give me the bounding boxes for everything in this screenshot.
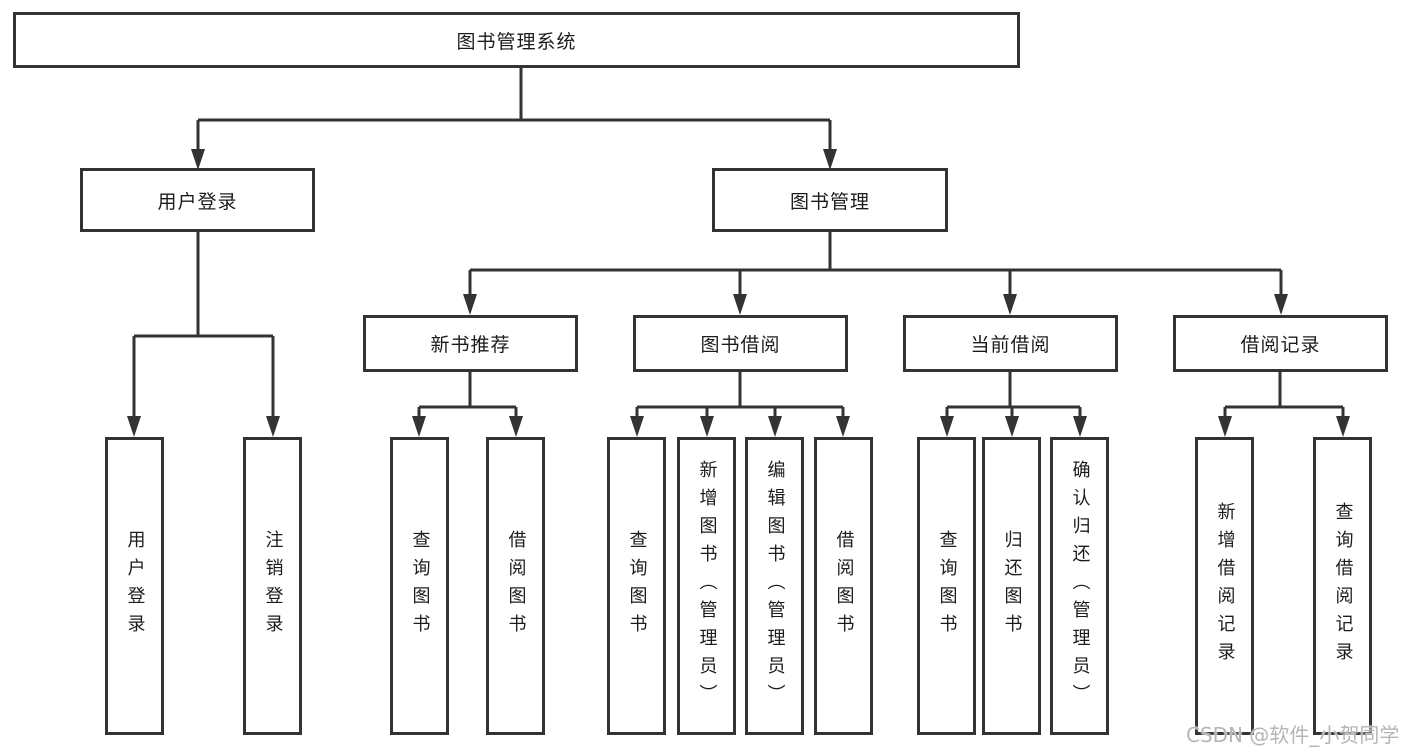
node-label: 新书推荐 [430,334,511,356]
connector-records-to-leaves [1218,372,1350,437]
node-label: 查询借阅记录 [1332,502,1354,670]
node-book-management: 图书管理 [712,168,948,232]
node-records-add-record: 新增借阅记录 [1195,437,1254,735]
node-recommend-borrow-books: 借阅图书 [486,437,545,735]
node-label: 新增借阅记录 [1214,502,1236,670]
node-label: 查询图书 [409,530,431,642]
node-borrow-query-books: 查询图书 [607,437,666,735]
connector-root-to-level2 [191,68,837,170]
node-label: 图书管理 [789,190,870,213]
node-library-management-system: 图书管理系统 [13,12,1020,68]
node-current-return-books: 归还图书 [982,437,1041,735]
node-recommend-query-books: 查询图书 [390,437,449,735]
node-label: 借阅图书 [505,530,527,642]
node-borrow-records: 借阅记录 [1173,315,1388,372]
node-login-user-login: 用户登录 [105,437,164,735]
node-book-borrow: 图书借阅 [633,315,848,372]
node-label: 用户登录 [124,530,146,642]
node-label: 借阅记录 [1240,334,1321,356]
node-label: 新增图书（管理员） [696,460,718,712]
node-records-query-record: 查询借阅记录 [1313,437,1372,735]
node-current-query-books: 查询图书 [917,437,976,735]
node-label: 注销登录 [262,530,284,642]
node-login-logout: 注销登录 [243,437,302,735]
connector-current-to-leaves [940,372,1087,437]
connector-management-to-level3 [463,232,1288,315]
node-borrow-borrow-books: 借阅图书 [814,437,873,735]
node-label: 归还图书 [1001,530,1023,642]
node-current-borrow: 当前借阅 [903,315,1118,372]
node-label: 编辑图书（管理员） [764,460,786,712]
node-new-book-recommend: 新书推荐 [363,315,578,372]
node-borrow-edit-books-admin: 编辑图书（管理员） [745,437,804,735]
node-label: 用户登录 [157,190,238,213]
node-user-login: 用户登录 [80,168,315,232]
node-label: 查询图书 [936,530,958,642]
node-label: 查询图书 [626,530,648,642]
node-label: 确认归还（管理员） [1069,460,1091,712]
connector-recommend-to-leaves [412,372,523,437]
node-borrow-add-books-admin: 新增图书（管理员） [677,437,736,735]
node-label: 图书管理系统 [456,30,577,53]
connector-login-to-leaves [127,232,280,437]
node-current-confirm-return-admin: 确认归还（管理员） [1050,437,1109,735]
node-label: 图书借阅 [700,334,781,356]
connector-borrow-to-leaves [630,372,850,437]
node-label: 当前借阅 [970,334,1051,356]
csdn-watermark: CSDN @软件_小贺同学 [1186,723,1400,747]
node-label: 借阅图书 [833,530,855,642]
